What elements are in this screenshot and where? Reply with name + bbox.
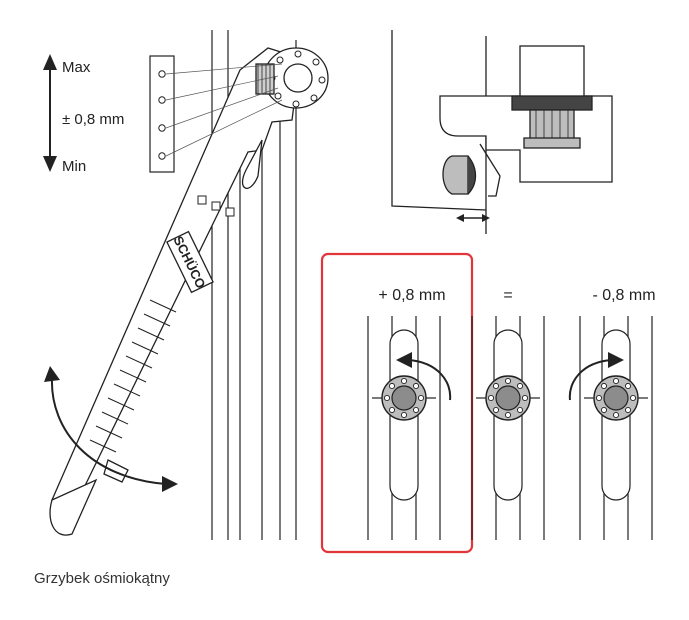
double-arrow-icon: [456, 214, 464, 222]
rotate-cw-arrow: [407, 359, 452, 401]
adjustment-panel: - 0,8 mm: [568, 287, 656, 540]
adjustment-panels: + 0,8 mm = - 0,8 mm: [367, 287, 656, 540]
rotate-ccw-arrow: [568, 359, 613, 401]
adjustment-wrench: SCHÜCO: [49, 47, 301, 536]
scale-max-label: Max: [62, 59, 91, 76]
arrow-down-icon: [43, 156, 57, 172]
rotate-arc-arrow: [44, 366, 178, 492]
octagonal-mushroom-head: [255, 47, 329, 109]
wrench-grip-ribs: [89, 299, 177, 453]
arrow-tip-icon: [608, 352, 624, 368]
arrow-tip-icon: [396, 352, 412, 368]
wrench-brand-plate: SCHÜCO: [166, 230, 214, 294]
arrow-tip-icon: [44, 366, 60, 382]
arrow-up-icon: [43, 54, 57, 70]
caption: Grzybek ośmiokątny: [34, 570, 170, 587]
scale-min-label: Min: [62, 158, 86, 175]
adjustment-panel: =: [471, 287, 545, 540]
seal-gasket: [442, 155, 469, 195]
adjustment-panel: + 0,8 mm: [367, 287, 452, 540]
panel-label: + 0,8 mm: [378, 287, 445, 304]
panel-label: =: [503, 287, 512, 304]
double-arrow-icon: [482, 214, 490, 222]
cross-section-detail: [391, 30, 613, 234]
arrow-tip-icon: [162, 476, 178, 492]
panel-label: - 0,8 mm: [592, 287, 655, 304]
leader-lines: [165, 63, 283, 157]
scale-range-label: ± 0,8 mm: [62, 111, 124, 128]
wrench-slots: [197, 195, 235, 217]
adjustment-diagram: SCHÜCO Max ± 0,8 m: [43, 30, 656, 554]
position-scale: Max ± 0,8 mm Min: [43, 54, 283, 175]
